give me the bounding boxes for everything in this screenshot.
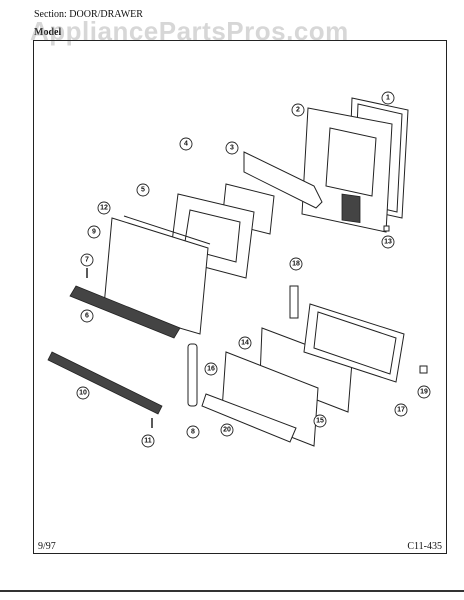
door-handle-bracket bbox=[243, 151, 323, 209]
callout-13: 13 bbox=[381, 235, 395, 249]
side-trim bbox=[187, 343, 198, 407]
callout-14: 14 bbox=[238, 336, 252, 350]
callout-15: 15 bbox=[313, 414, 327, 428]
callout-9: 9 bbox=[87, 225, 101, 239]
scan-bottom-edge bbox=[0, 590, 464, 592]
page-id: C11-435 bbox=[407, 541, 442, 552]
svg-text:4: 4 bbox=[184, 141, 188, 148]
callout-16: 16 bbox=[204, 362, 218, 376]
drawer-clip bbox=[419, 365, 428, 374]
drawer-front bbox=[221, 351, 319, 447]
diagram-frame bbox=[33, 40, 447, 554]
svg-text:18: 18 bbox=[292, 261, 300, 268]
svg-text:10: 10 bbox=[79, 390, 87, 397]
callout-11: 11 bbox=[141, 434, 155, 448]
callout-1: 1 bbox=[381, 91, 395, 105]
svg-text:5: 5 bbox=[141, 187, 145, 194]
callout-8: 8 bbox=[186, 425, 200, 439]
drawer-bottom-trim bbox=[201, 393, 297, 443]
svg-text:19: 19 bbox=[420, 389, 428, 396]
callout-4: 4 bbox=[179, 137, 193, 151]
svg-text:12: 12 bbox=[100, 205, 108, 212]
door-latch bbox=[289, 285, 299, 319]
callout-7: 7 bbox=[80, 253, 94, 267]
callout-2: 2 bbox=[291, 103, 305, 117]
outer-door-panel bbox=[103, 215, 211, 335]
svg-text:1: 1 bbox=[386, 95, 390, 102]
callout-20: 20 bbox=[220, 423, 234, 437]
callout-10: 10 bbox=[76, 386, 90, 400]
callout-12: 12 bbox=[97, 201, 111, 215]
svg-text:3: 3 bbox=[230, 145, 234, 152]
callout-5: 5 bbox=[136, 183, 150, 197]
svg-text:2: 2 bbox=[296, 107, 300, 114]
svg-text:14: 14 bbox=[241, 340, 249, 347]
drawer-liner bbox=[303, 303, 405, 383]
svg-text:17: 17 bbox=[397, 407, 405, 414]
svg-text:7: 7 bbox=[85, 257, 89, 264]
callout-18: 18 bbox=[289, 257, 303, 271]
svg-text:13: 13 bbox=[384, 239, 392, 246]
svg-text:6: 6 bbox=[85, 313, 89, 320]
model-label: Model bbox=[34, 27, 62, 38]
callout-3: 3 bbox=[225, 141, 239, 155]
revision-date: 9/97 bbox=[38, 541, 56, 552]
drawer-glide bbox=[47, 351, 163, 415]
svg-text:9: 9 bbox=[92, 229, 96, 236]
screw-13 bbox=[383, 225, 390, 232]
watermark: AppliancePartsPros.com bbox=[30, 16, 349, 46]
svg-text:15: 15 bbox=[316, 418, 324, 425]
svg-text:11: 11 bbox=[144, 438, 152, 445]
callout-17: 17 bbox=[394, 403, 408, 417]
svg-text:20: 20 bbox=[223, 427, 231, 434]
svg-text:8: 8 bbox=[191, 429, 195, 436]
callout-6: 6 bbox=[80, 309, 94, 323]
callout-19: 19 bbox=[417, 385, 431, 399]
door-trim bbox=[69, 285, 181, 339]
section-title: Section: DOOR/DRAWER bbox=[34, 9, 143, 20]
svg-text:16: 16 bbox=[207, 366, 215, 373]
inner-door-frame bbox=[301, 107, 393, 233]
